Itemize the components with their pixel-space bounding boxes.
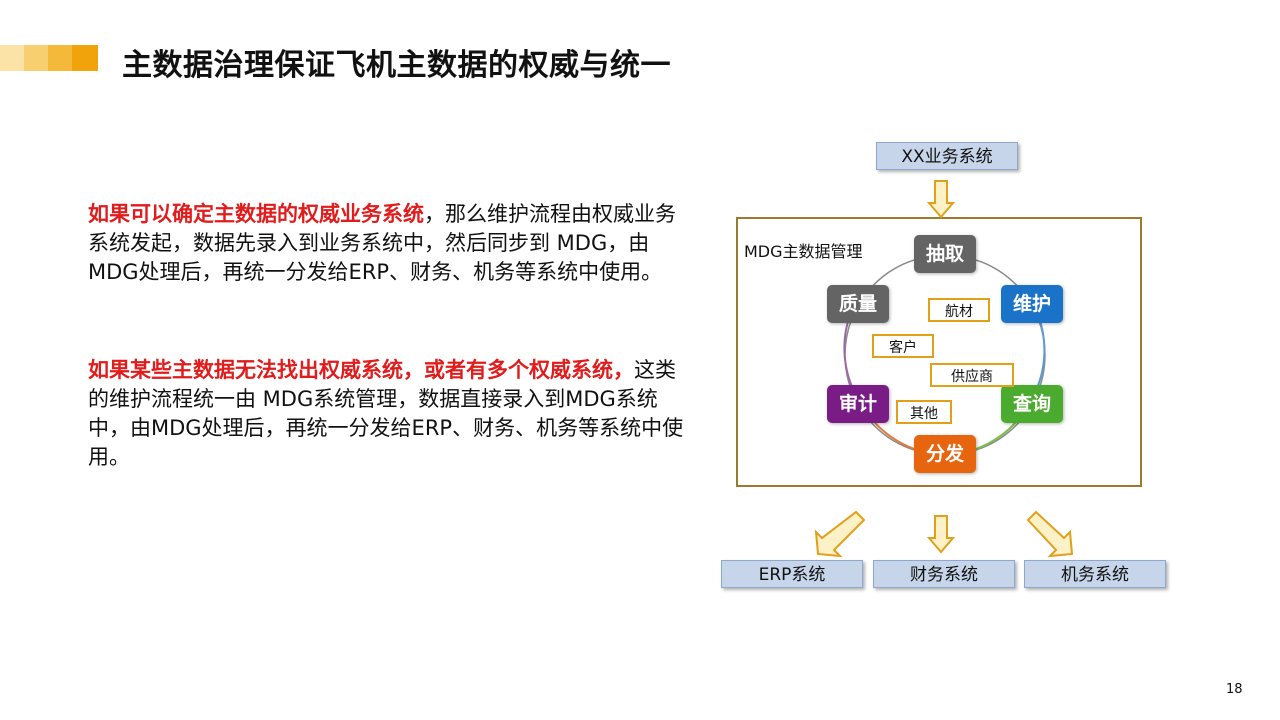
paragraph-body: 这类的维护流程统一由 MDG系统管理，数据直接录入到MDG系统中，由MDG处理后… <box>88 358 684 469</box>
tag-airmaterial: 航材 <box>928 298 990 322</box>
tag-customer: 客户 <box>872 334 934 358</box>
node-extract: 抽取 <box>914 235 976 273</box>
tag-other: 其他 <box>896 400 952 424</box>
paragraph-highlight: 如果可以确定主数据的权威业务系统 <box>88 202 424 226</box>
node-quality: 质量 <box>827 285 889 323</box>
down-right-arrow-icon <box>1026 510 1074 558</box>
paragraph-authoritative: 如果可以确定主数据的权威业务系统，那么维护流程由权威业务系统发起，数据先录入到业… <box>88 200 688 287</box>
node-query: 查询 <box>1001 385 1063 423</box>
accent-segment <box>0 45 24 71</box>
down-arrow-icon <box>926 515 956 554</box>
mdg-label: MDG主数据管理 <box>744 242 863 261</box>
target-erp-box: ERP系统 <box>721 560 863 588</box>
paragraph-no-authority: 如果某些主数据无法找出权威系统，或者有多个权威系统，这类的维护流程统一由 MDG… <box>88 356 688 472</box>
down-left-arrow-icon <box>814 510 866 558</box>
source-system-box: XX业务系统 <box>876 142 1018 170</box>
slide-title: 主数据治理保证飞机主数据的权威与统一 <box>122 48 671 83</box>
accent-segment <box>24 45 48 71</box>
accent-segment <box>72 45 98 71</box>
target-maintenance-box: 机务系统 <box>1024 560 1166 588</box>
node-audit: 审计 <box>827 385 889 423</box>
title-accent-bar <box>0 45 100 71</box>
page-number: 18 <box>1226 682 1243 697</box>
tag-supplier: 供应商 <box>930 363 1014 387</box>
node-distribute: 分发 <box>914 435 976 473</box>
paragraph-body: ，那么维护流程由权威业务系统发起，数据先录入到业务系统中，然后同步到 MDG，由… <box>88 202 676 284</box>
node-maintain: 维护 <box>1001 285 1063 323</box>
down-arrow-icon <box>926 180 956 219</box>
accent-segment <box>48 45 72 71</box>
target-finance-box: 财务系统 <box>873 560 1015 588</box>
paragraph-highlight: 如果某些主数据无法找出权威系统，或者有多个权威系统， <box>88 358 634 382</box>
